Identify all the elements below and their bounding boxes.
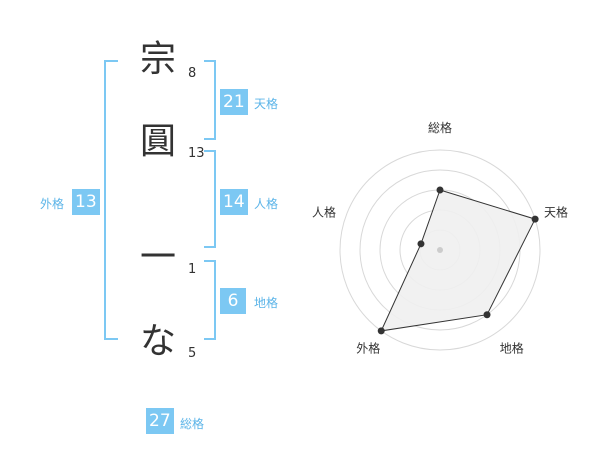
radar-point-0: [436, 186, 444, 194]
name-char-3: 一: [139, 237, 176, 278]
jinkaku-bracket: [204, 150, 216, 248]
gaikaku-label: 外格: [40, 197, 65, 211]
tenkaku-badge: 21: [220, 89, 248, 115]
soukaku-label: 総格: [180, 417, 205, 431]
radar-axis-label-2: 地格: [500, 341, 524, 356]
jinkaku-badge: 14: [220, 189, 248, 215]
stroke-count-2: 13: [188, 146, 205, 161]
radar-axis-label-4: 人格: [312, 204, 336, 219]
chikaku-bracket: [204, 260, 216, 340]
radar-center-dot: [437, 247, 443, 253]
radar-ring-5: [339, 149, 541, 351]
tenkaku-bracket: [204, 60, 216, 140]
radar-axis-label-1: 天格: [544, 204, 568, 219]
name-char-4: な: [139, 321, 176, 362]
radar-axis-label-3: 外格: [356, 341, 380, 356]
radar-point-2: [483, 311, 491, 319]
radar-point-4: [417, 240, 425, 248]
soukaku-badge: 27: [146, 408, 174, 434]
radar-area: [380, 189, 536, 332]
gaikaku-badge: 13: [72, 189, 100, 215]
chikaku-label: 地格: [254, 296, 279, 310]
radar-point-1: [531, 215, 539, 223]
stroke-count-1: 8: [188, 66, 197, 81]
tenkaku-label: 天格: [254, 97, 279, 111]
name-char-1: 宗: [139, 39, 176, 80]
jinkaku-label: 人格: [254, 197, 279, 211]
radar-point-3: [377, 327, 385, 335]
chikaku-badge: 6: [220, 288, 246, 314]
stroke-count-3: 1: [188, 262, 197, 277]
gaikaku-bracket: [104, 60, 118, 340]
radar-axis-label-0: 総格: [428, 120, 452, 135]
name-char-2: 圓: [139, 121, 176, 162]
stroke-count-4: 5: [188, 346, 197, 361]
